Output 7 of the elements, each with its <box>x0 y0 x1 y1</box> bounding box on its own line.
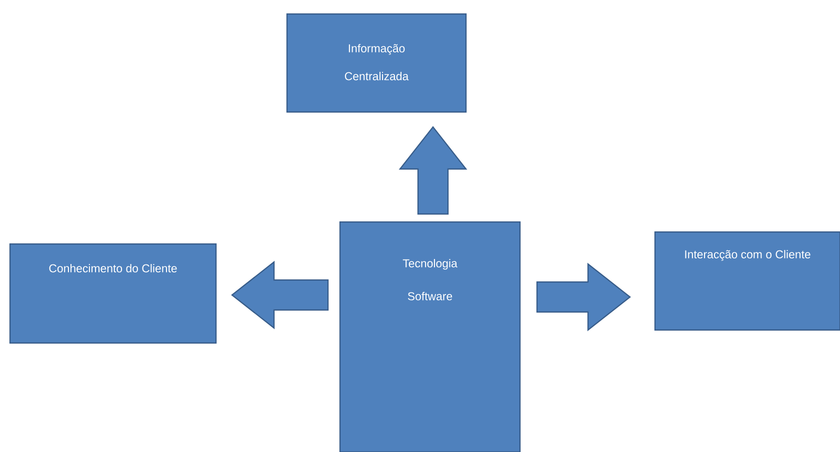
block-arrow <box>536 262 631 332</box>
process-box: Informação Centralizada <box>286 13 467 113</box>
block-arrow <box>231 260 329 330</box>
process-box: Conhecimento do Cliente <box>9 243 217 344</box>
process-box: Tecnologia Software <box>339 221 521 452</box>
block-arrow <box>398 126 468 215</box>
process-box: Interacção com o Cliente <box>654 231 840 331</box>
